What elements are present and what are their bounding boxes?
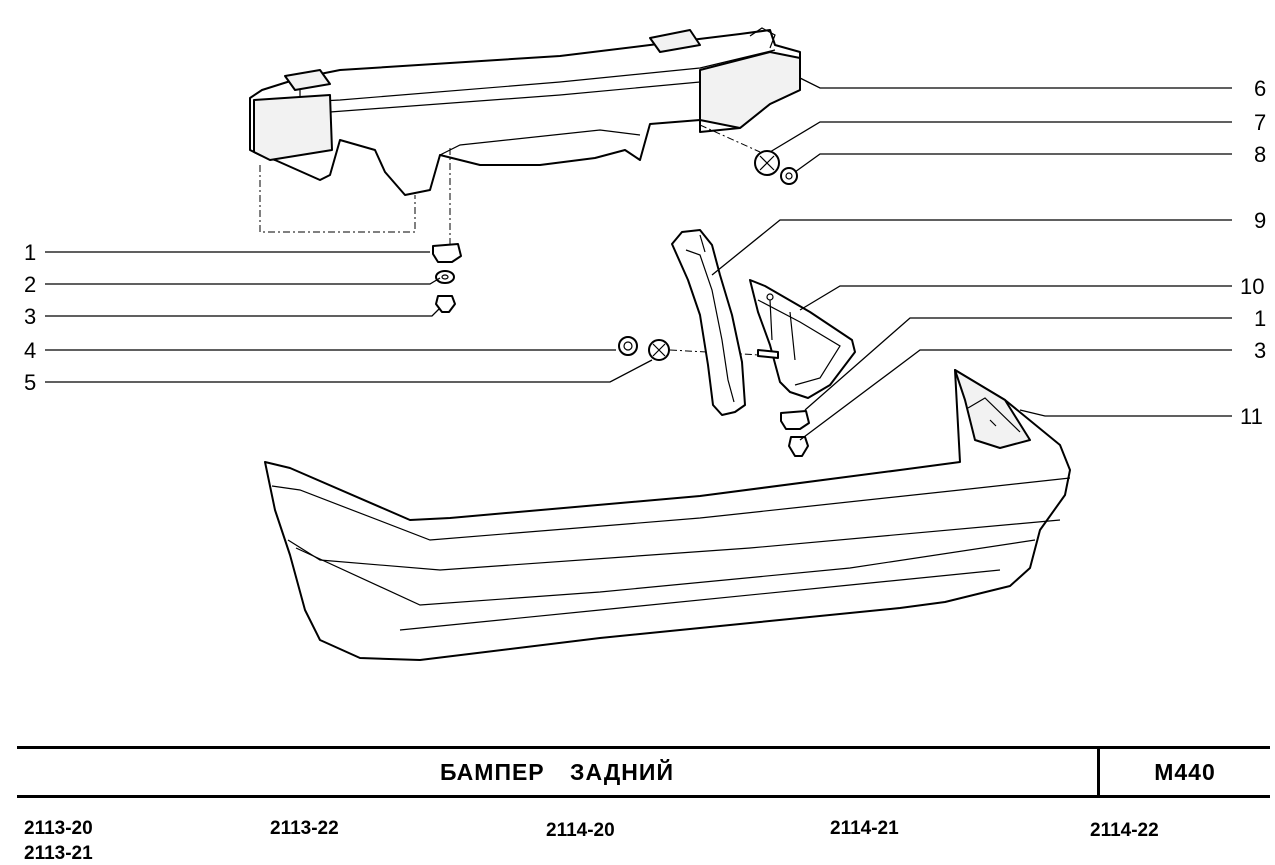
callout-left-3: 3 [24,304,36,329]
model-2114-22: 2114-22 [1090,820,1159,841]
model-2114-21: 2114-21 [830,818,899,839]
bracket-10 [749,279,856,399]
model-2114-20: 2114-20 [546,820,615,841]
callout-right-8: 8 [1254,142,1266,167]
clip-1-left [432,243,462,263]
clip-1-right [780,410,810,430]
diagram-title: БАМПЕР ЗАДНИЙ [440,758,674,785]
model-2113-22: 2113-22 [270,818,339,839]
nut-4 [618,336,638,356]
screw-3-left [435,295,456,313]
nut-8 [780,167,798,185]
callout-right-1: 1 [1254,306,1266,331]
callout-right-10: 10 [1240,274,1264,299]
code-cell: М440 [1100,749,1270,795]
callout-left-1: 1 [24,240,36,265]
model-2113-20: 2113-20 [24,818,93,839]
callout-right-3: 3 [1254,338,1266,363]
callout-right-11: 11 [1240,404,1263,429]
screw-3-right [788,436,809,457]
side-guide-9 [671,229,746,416]
callout-right-7: 7 [1254,110,1266,135]
callout-left-2: 2 [24,272,36,297]
title-block: БАМПЕР ЗАДНИЙ М440 [17,746,1270,798]
callout-right-9: 9 [1254,208,1266,233]
callout-left-4: 4 [24,338,36,363]
fasteners [432,150,810,457]
leader-lines [45,77,1232,441]
callout-left-5: 5 [24,370,36,395]
exploded-parts-diagram: 1 2 3 4 5 6 7 8 9 10 1 3 11 [24,27,1266,661]
rear-bumper-cover-11 [264,369,1071,661]
title-cell: БАМПЕР ЗАДНИЙ [17,749,1100,795]
washer-2 [435,270,455,284]
diagram-code: М440 [1154,758,1216,785]
model-2113-21: 2113-21 [24,843,93,864]
callout-right-6: 6 [1254,76,1266,101]
bumper-beam [249,27,801,196]
callout-labels: 1 2 3 4 5 6 7 8 9 10 1 3 11 [24,76,1266,429]
